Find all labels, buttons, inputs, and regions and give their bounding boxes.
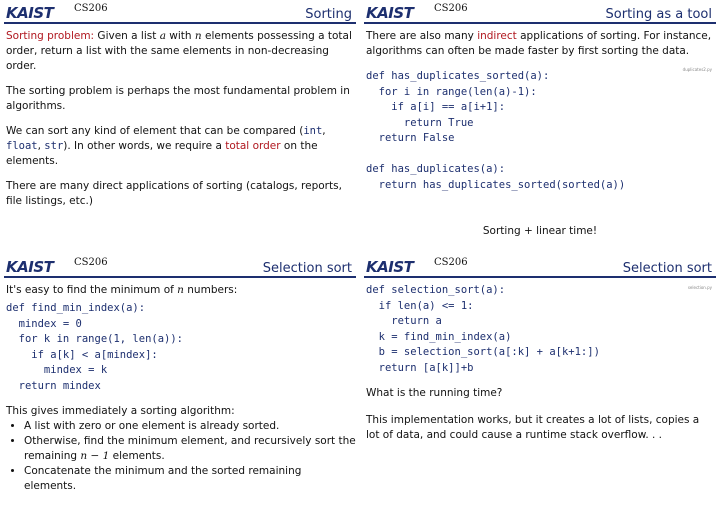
course-code: CS206 [74,257,108,268]
code-filename: duplicates2.py [682,67,712,72]
slide-selection-sort-1: KAIST CS206 Selection sort It's easy to … [4,256,356,496]
kaist-logo: KAIST [6,4,54,22]
find-min-code: def find_min_index(a): mindex = 0 for k … [6,302,184,392]
running-time-question: What is the running time? [366,387,503,399]
header-rule [364,22,716,24]
implementation-note: This implementation works, but it create… [366,414,700,441]
kaist-logo: KAIST [366,258,414,276]
comparable-paragraph: We can sort any kind of element that can… [6,125,326,167]
code-block-wrapper: selection.py def selection_sort(a): if l… [364,283,716,376]
slide-title: Sorting as a tool [605,7,712,22]
slide-title: Sorting [305,7,352,22]
header-rule [364,276,716,278]
algorithm-steps: A list with zero or one element is alrea… [4,419,356,494]
indirect-paragraph: There are also many indirect application… [366,30,712,57]
slide-sorting-as-tool: KAIST CS206 Sorting as a tool There are … [364,2,716,242]
code-filename: selection.py [687,285,712,290]
duplicates-code: def has_duplicates_sorted(a): for i in r… [366,70,626,191]
slide-header: KAIST CS206 Selection sort [4,256,356,276]
sorting-problem-paragraph: Sorting problem: Given a list a with n e… [6,30,352,72]
header-rule [4,22,356,24]
slide-header: KAIST CS206 Sorting [4,2,356,22]
slide-title: Selection sort [262,261,352,276]
slide-title: Selection sort [622,261,712,276]
header-rule [4,276,356,278]
fundamental-paragraph: The sorting problem is perhaps the most … [6,85,350,112]
list-item: Concatenate the minimum and the sorted r… [24,464,356,494]
slide-selection-sort-2: KAIST CS206 Selection sort selection.py … [364,256,716,496]
slide-header: KAIST CS206 Sorting as a tool [364,2,716,22]
slide-header: KAIST CS206 Selection sort [364,256,716,276]
selection-sort-code: def selection_sort(a): if len(a) <= 1: r… [366,284,600,374]
course-code: CS206 [434,3,468,14]
kaist-logo: KAIST [6,258,54,276]
kaist-logo: KAIST [366,4,414,22]
course-code: CS206 [434,257,468,268]
minimum-paragraph: It's easy to find the minimum of n numbe… [6,284,238,296]
applications-paragraph: There are many direct applications of so… [6,180,342,207]
code-block-wrapper: duplicates2.py def has_duplicates_sorted… [364,67,716,193]
slide-footer-note: Sorting + linear time! [482,225,598,237]
slide-sorting: KAIST CS206 Sorting Sorting problem: Giv… [4,2,356,242]
list-item: Otherwise, find the minimum element, and… [24,434,356,464]
course-code: CS206 [74,3,108,14]
list-item: A list with zero or one element is alrea… [24,419,356,434]
algorithm-intro: This gives immediately a sorting algorit… [6,405,235,417]
